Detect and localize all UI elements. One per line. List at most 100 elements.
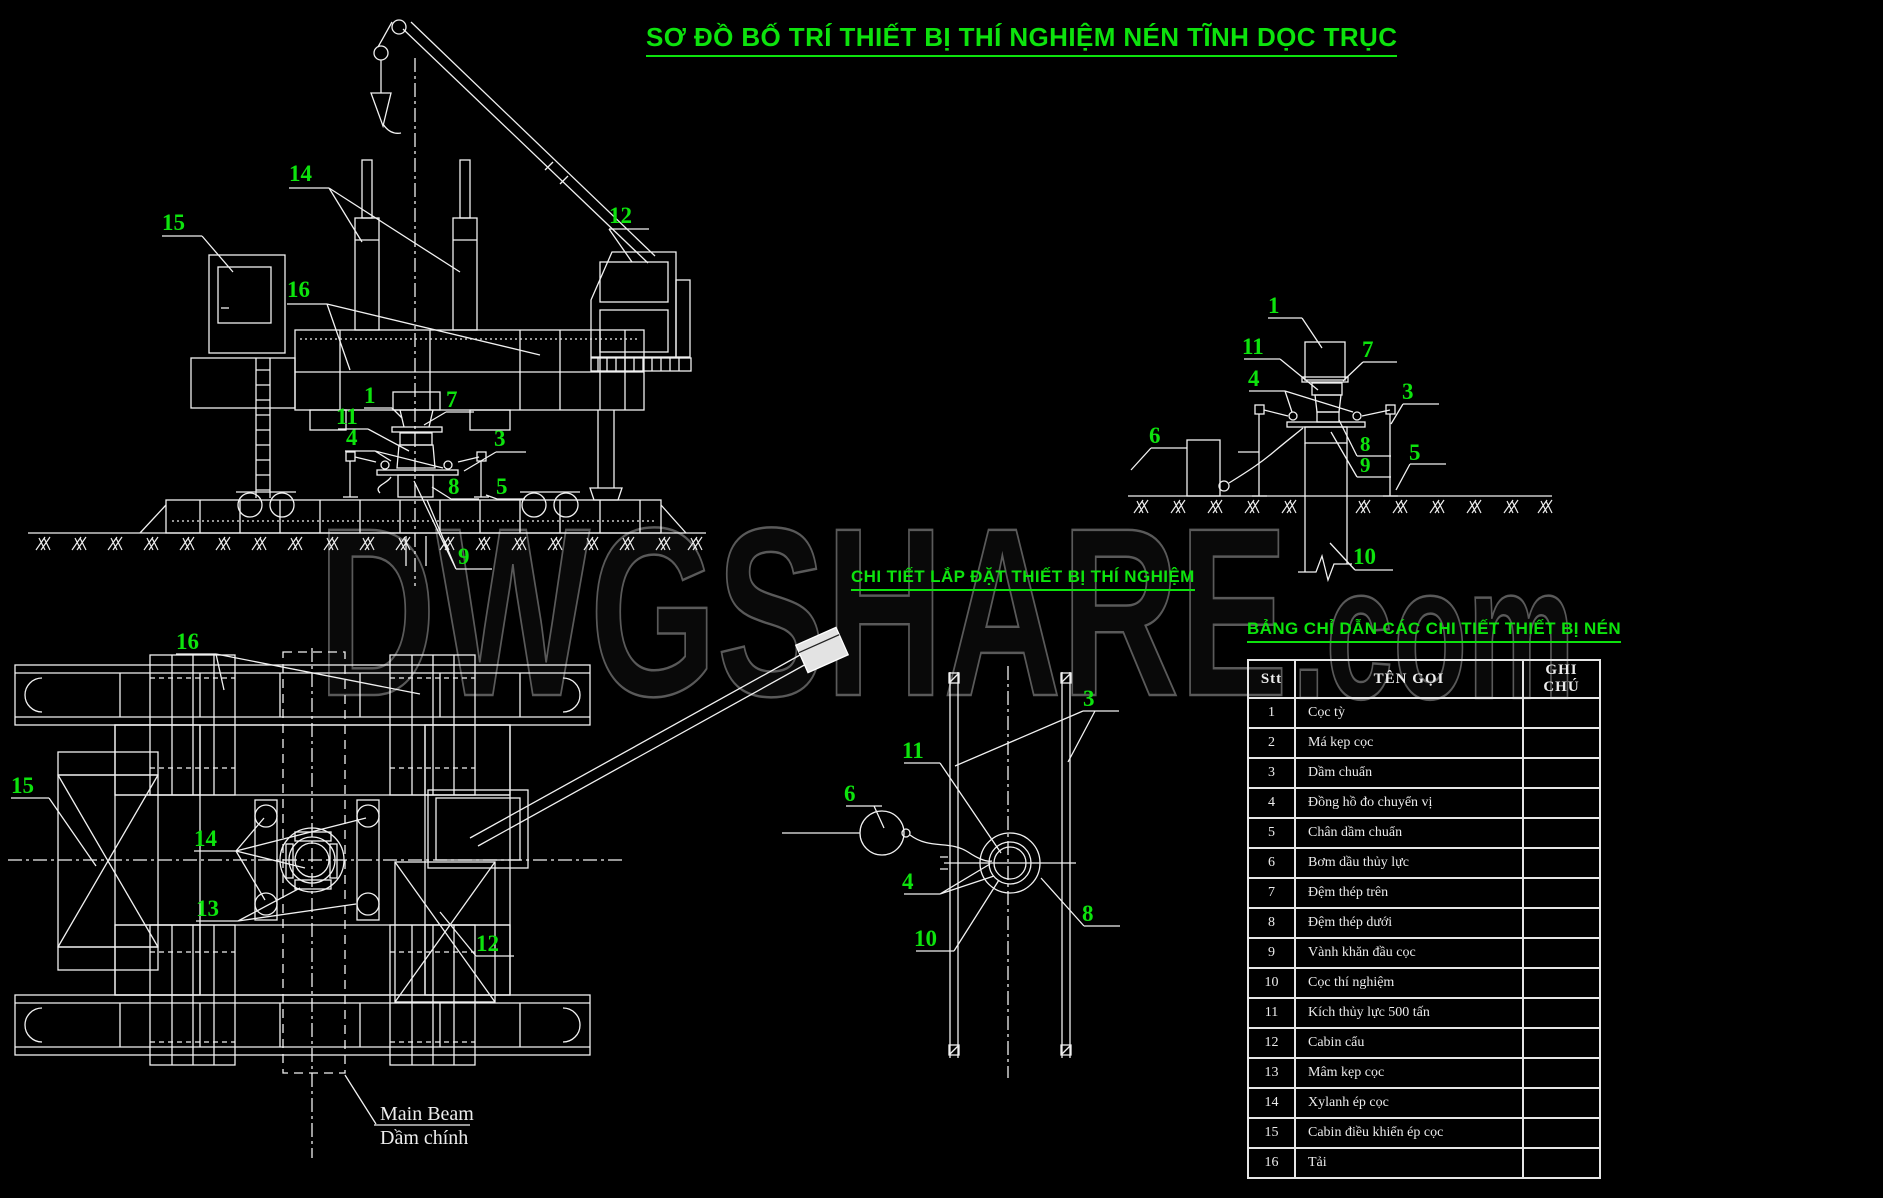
cell-note xyxy=(1522,907,1601,939)
cell-stt: 5 xyxy=(1247,817,1296,849)
cell-name: Đệm thép dưới xyxy=(1294,907,1524,939)
dplan-callout-3: 3 xyxy=(1083,686,1095,711)
cell-name: Cọc tỳ xyxy=(1294,697,1524,729)
det-callout-3: 3 xyxy=(1402,379,1414,404)
cell-note xyxy=(1522,937,1601,969)
elev-callout-1: 1 xyxy=(364,383,376,408)
elev-callout-8: 8 xyxy=(448,474,460,499)
plan-callout-15: 15 xyxy=(11,773,34,798)
plan-callout-16: 16 xyxy=(176,629,199,654)
cell-note xyxy=(1522,877,1601,909)
cell-name: Chân dầm chuẩn xyxy=(1294,817,1524,849)
cell-name: Má kẹp cọc xyxy=(1294,727,1524,759)
elev-callout-15: 15 xyxy=(162,210,185,235)
dplan-callout-8: 8 xyxy=(1082,901,1094,926)
det-callout-6: 6 xyxy=(1149,423,1161,448)
cell-note xyxy=(1522,787,1601,819)
cell-stt: 8 xyxy=(1247,907,1296,939)
elev-callout-5: 5 xyxy=(496,474,508,499)
dplan-callout-11: 11 xyxy=(902,738,924,763)
col-header-ten-goi: TÊN GỌI xyxy=(1294,659,1524,699)
detail-elevation-view xyxy=(1128,317,1552,583)
col-header-ghi-chu: GHI CHÚ xyxy=(1522,659,1601,699)
det-callout-1: 1 xyxy=(1268,293,1280,318)
elev-callout-9: 9 xyxy=(458,544,470,569)
cell-note xyxy=(1522,1117,1601,1149)
elevation-view xyxy=(28,19,706,586)
col-header-stt: Stt xyxy=(1247,659,1296,699)
watermark: DWGSHARE .com xyxy=(317,477,1577,748)
cell-name: Cọc thí nghiệm xyxy=(1294,967,1524,999)
elev-callout-11: 11 xyxy=(336,404,358,429)
elev-callout-16: 16 xyxy=(287,277,310,302)
main-beam-label-en: Main Beam xyxy=(380,1103,474,1125)
cell-note xyxy=(1522,967,1601,999)
elev-callout-14: 14 xyxy=(289,161,312,186)
elev-callout-3: 3 xyxy=(494,426,506,451)
elev-callout-4: 4 xyxy=(346,425,358,450)
detail-plan-view xyxy=(782,666,1120,1078)
cell-name: Mâm kẹp cọc xyxy=(1294,1057,1524,1089)
cell-name: Dầm chuẩn xyxy=(1294,757,1524,789)
cell-name: Tải xyxy=(1294,1147,1524,1179)
det-callout-10: 10 xyxy=(1353,544,1376,569)
cell-stt: 15 xyxy=(1247,1117,1296,1149)
cell-stt: 12 xyxy=(1247,1027,1296,1059)
plan-callout-13: 13 xyxy=(196,896,219,921)
main-beam-label-vi: Dầm chính xyxy=(380,1127,469,1149)
cell-note xyxy=(1522,817,1601,849)
cell-stt: 4 xyxy=(1247,787,1296,819)
det-callout-9: 9 xyxy=(1360,453,1371,477)
elev-callout-12: 12 xyxy=(609,203,632,228)
det-callout-8: 8 xyxy=(1360,432,1371,456)
cell-note xyxy=(1522,997,1601,1029)
det-callout-11: 11 xyxy=(1242,334,1264,359)
cell-stt: 10 xyxy=(1247,967,1296,999)
cell-stt: 13 xyxy=(1247,1057,1296,1089)
plan-callout-14: 14 xyxy=(194,826,217,851)
cell-name: Cabin cẩu xyxy=(1294,1027,1524,1059)
cell-stt: 7 xyxy=(1247,877,1296,909)
cell-note xyxy=(1522,757,1601,789)
cell-stt: 3 xyxy=(1247,757,1296,789)
det-callout-4: 4 xyxy=(1248,366,1260,391)
det-callout-7: 7 xyxy=(1362,337,1374,362)
dplan-callout-6: 6 xyxy=(844,781,856,806)
cell-note xyxy=(1522,847,1601,879)
cell-stt: 11 xyxy=(1247,997,1296,1029)
cell-stt: 2 xyxy=(1247,727,1296,759)
cell-note xyxy=(1522,727,1601,759)
cell-stt: 6 xyxy=(1247,847,1296,879)
main-title: SƠ ĐỒ BỐ TRÍ THIẾT BỊ THÍ NGHIỆM NÉN TĨN… xyxy=(646,22,1398,57)
cell-name: Bơm dầu thủy lực xyxy=(1294,847,1524,879)
cell-name: Xylanh ép cọc xyxy=(1294,1087,1524,1119)
cell-stt: 1 xyxy=(1247,697,1296,729)
dplan-callout-10: 10 xyxy=(914,926,937,951)
det-callout-5: 5 xyxy=(1409,440,1421,465)
cell-note xyxy=(1522,1147,1601,1179)
cell-stt: 16 xyxy=(1247,1147,1296,1179)
plan-callout-12: 12 xyxy=(476,931,499,956)
table-header-row: Stt TÊN GỌI GHI CHÚ xyxy=(1247,659,1601,699)
parts-table-title: BẢNG CHỈ DẪN CÁC CHI TIẾT THIẾT BỊ NÉN xyxy=(1247,619,1622,643)
cell-name: Kích thủy lực 500 tấn xyxy=(1294,997,1524,1029)
